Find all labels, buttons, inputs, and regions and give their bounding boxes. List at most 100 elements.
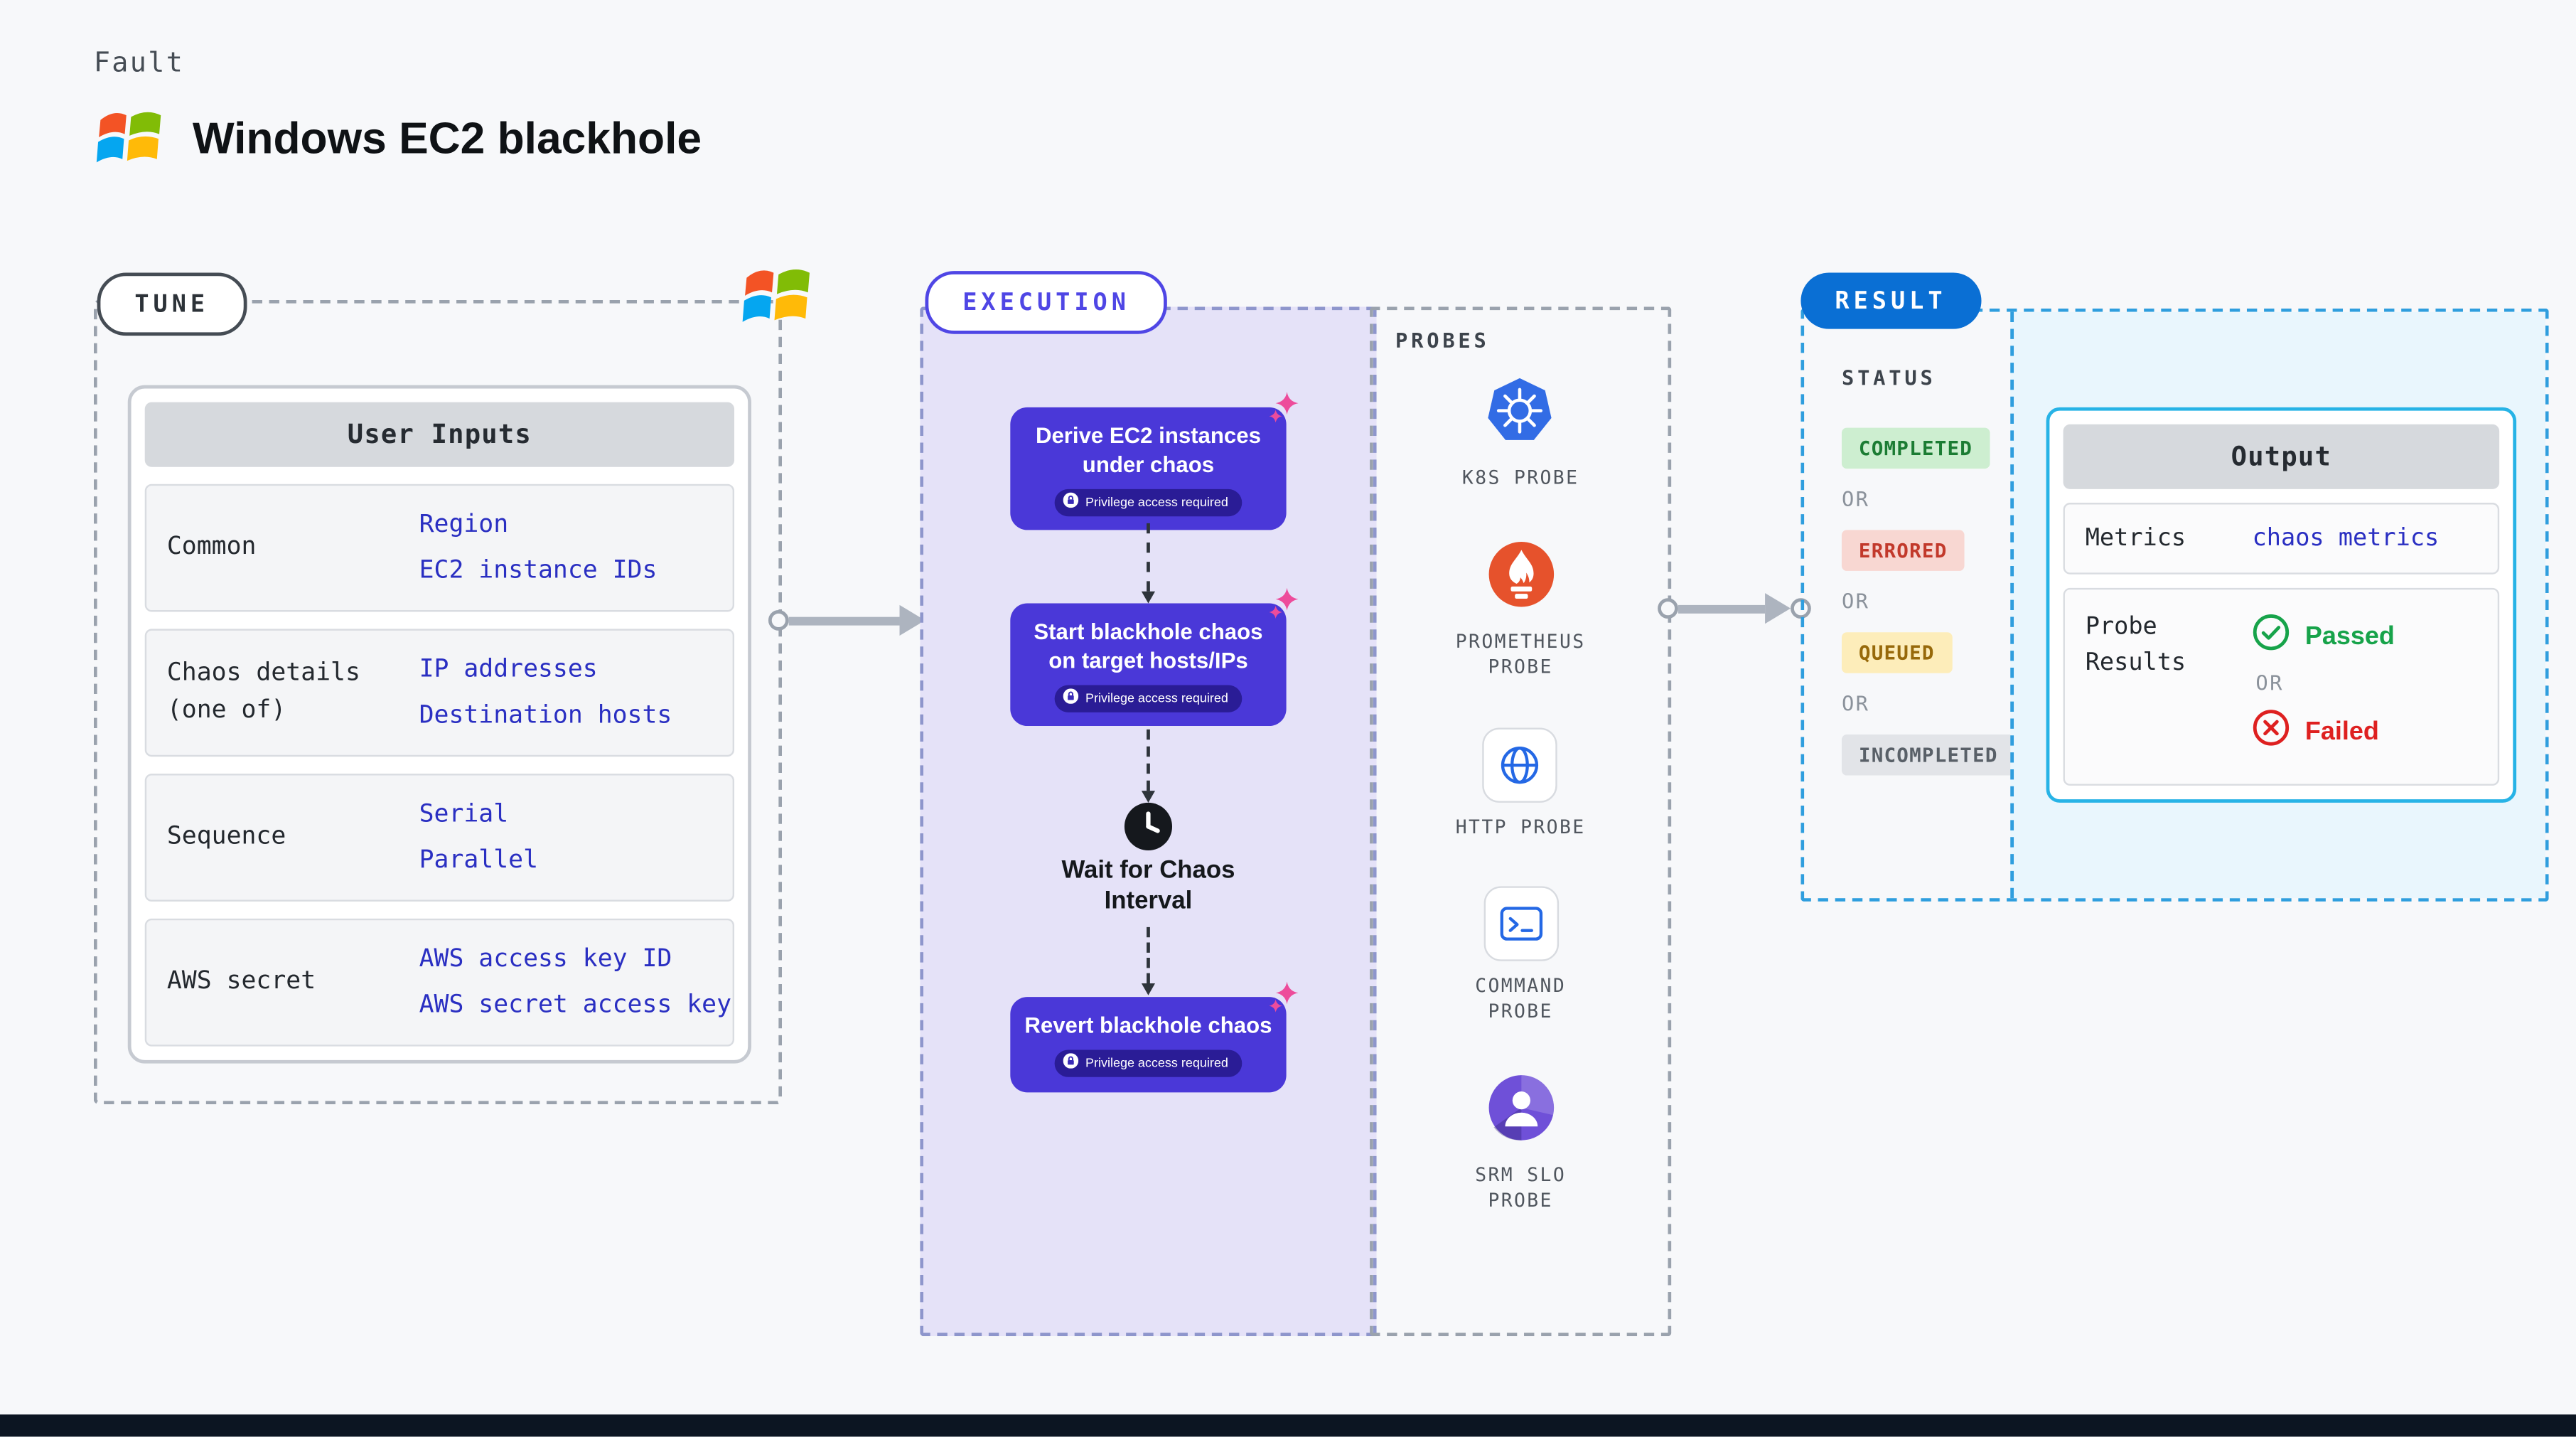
step-label: Revert blackhole chaos [1024, 1012, 1272, 1038]
privilege-badge: Privilege access required [1054, 1049, 1243, 1077]
row-value: AWS access key ID [419, 946, 672, 973]
row-label: Metrics [2085, 524, 2186, 552]
flow-arrow-tune-to-execution [768, 600, 925, 641]
row-value: EC2 instance IDs [419, 557, 658, 585]
step-derive-ec2-instances: Derive EC2 instances under chaos Privile… [1010, 392, 1299, 531]
privilege-badge-label: Privilege access required [1085, 690, 1228, 706]
probe-command: COMMAND PROBE [1447, 887, 1594, 1026]
execution-section: Derive EC2 instances under chaos Privile… [920, 306, 1377, 1337]
row-value: Serial [419, 801, 509, 828]
output-row-probe-results: Probe Results Passed OR [2063, 587, 2500, 786]
srm-slo-icon [1485, 1072, 1557, 1150]
or-label: OR [2255, 671, 2284, 695]
passed-label: Passed [2304, 621, 2395, 651]
result-section: STATUS COMPLETED OR ERRORED OR QUEUED OR… [1800, 308, 2549, 902]
probe-result-failed: Failed [2253, 709, 2395, 753]
user-inputs-row-common: Common Region EC2 instance IDs [144, 484, 735, 612]
step-label: Start blackhole chaos on target hosts/IP… [1034, 619, 1263, 673]
user-inputs-header: User Inputs [144, 402, 735, 467]
arrow-line [1678, 604, 1766, 613]
flow-connector [1141, 523, 1156, 604]
probes-heading: PROBES [1395, 328, 1490, 353]
lock-icon [1063, 688, 1079, 707]
status-list: COMPLETED OR ERRORED OR QUEUED OR INCOMP… [1841, 427, 2015, 776]
or-label: OR [1841, 692, 1870, 716]
user-inputs-row-aws-secret: AWS secret AWS access key ID AWS secret … [144, 918, 735, 1047]
row-values: Serial Parallel [419, 801, 538, 875]
wait-for-chaos-interval-label: Wait for Chaos Interval [1061, 857, 1235, 916]
or-label: OR [1841, 589, 1870, 614]
step-start-blackhole-chaos: Start blackhole chaos on target hosts/IP… [1010, 587, 1299, 727]
row-label: Chaos details (one of) [166, 658, 360, 724]
status-badge-incompleted: INCOMPLETED [1841, 734, 2015, 776]
lock-icon [1063, 1054, 1079, 1072]
arrow-origin-dot [768, 610, 789, 631]
arrow-origin-dot [1658, 598, 1678, 619]
kubernetes-icon [1485, 375, 1557, 453]
status-badge-completed: COMPLETED [1841, 427, 1990, 469]
row-label: Common [166, 533, 257, 560]
tune-section-pill: TUNE [97, 272, 247, 336]
or-label: OR [1841, 487, 1870, 512]
page-title: Windows EC2 blackhole [192, 111, 702, 163]
footer-bar [0, 1415, 2576, 1437]
privilege-badge-label: Privilege access required [1085, 1055, 1228, 1072]
row-label: Probe Results [2085, 613, 2186, 677]
probe-prometheus: PROMETHEUS PROBE [1447, 538, 1594, 681]
output-header: Output [2063, 424, 2500, 489]
probe-label: HTTP PROBE [1455, 815, 1586, 838]
user-inputs-table: User Inputs Common Region EC2 instance I… [127, 385, 751, 1064]
probe-label: COMMAND PROBE [1475, 975, 1567, 1023]
x-circle-icon [2253, 709, 2290, 753]
row-label: AWS secret [166, 967, 316, 995]
flow-arrow-execution-to-result [1658, 588, 1811, 629]
status-badge-queued: QUEUED [1841, 632, 1952, 673]
prometheus-icon [1485, 538, 1557, 616]
row-value: AWS secret access key [419, 991, 732, 1020]
probe-result-passed: Passed [2253, 614, 2395, 658]
row-value: Region [419, 511, 509, 539]
result-section-pill: RESULT [1800, 272, 1981, 329]
sparkle-icon [1267, 587, 1300, 628]
result-output-panel: Output Metrics chaos metrics Probe Resul… [2010, 311, 2545, 899]
arrow-line [788, 616, 900, 625]
user-inputs-row-chaos-details: Chaos details (one of) IP addresses Dest… [144, 629, 735, 757]
windows-logo-icon [90, 99, 168, 177]
terminal-icon [1483, 887, 1558, 962]
user-inputs-row-sequence: Sequence Serial Parallel [144, 774, 735, 902]
row-value: Parallel [419, 847, 539, 875]
fault-kind-label: Fault [93, 46, 185, 79]
row-label: Sequence [166, 822, 286, 850]
status-heading: STATUS [1841, 366, 1936, 390]
check-circle-icon [2253, 614, 2290, 658]
status-badge-errored: ERRORED [1841, 530, 1965, 571]
row-value: Destination hosts [419, 702, 672, 730]
row-value: IP addresses [419, 656, 598, 684]
row-values: AWS access key ID AWS secret access key [419, 946, 731, 1019]
clock-icon [1123, 801, 1174, 859]
output-table: Output Metrics chaos metrics Probe Resul… [2046, 407, 2517, 803]
probe-srm-slo: SRM SLO PROBE [1447, 1072, 1594, 1215]
probe-label: PROMETHEUS PROBE [1455, 630, 1586, 678]
probe-k8s: K8S PROBE [1462, 375, 1579, 492]
probe-label: K8S PROBE [1461, 466, 1579, 489]
privilege-badge-label: Privilege access required [1085, 494, 1228, 511]
probes-list: K8S PROBE PROMETHEUS PROBE [1373, 375, 1668, 1214]
arrow-head-icon [1765, 593, 1791, 624]
output-row-metrics: Metrics chaos metrics [2063, 503, 2500, 575]
lock-icon [1063, 493, 1079, 511]
row-values: IP addresses Destination hosts [419, 656, 672, 730]
probe-results-values: Passed OR Failed [2253, 610, 2395, 753]
probes-section: PROBES K8S PROBE [1370, 306, 1672, 1337]
windows-logo-icon-small [736, 256, 817, 345]
failed-label: Failed [2304, 716, 2379, 746]
execution-section-pill: EXECUTION [925, 271, 1168, 334]
probe-label: SRM SLO PROBE [1475, 1164, 1567, 1212]
step-label: Derive EC2 instances under chaos [1035, 422, 1261, 477]
status-column: STATUS COMPLETED OR ERRORED OR QUEUED OR… [1841, 366, 2015, 776]
sparkle-icon [1267, 980, 1300, 1021]
privilege-badge: Privilege access required [1054, 488, 1243, 516]
globe-icon [1483, 727, 1558, 802]
metrics-value: chaos metrics [2252, 525, 2440, 552]
